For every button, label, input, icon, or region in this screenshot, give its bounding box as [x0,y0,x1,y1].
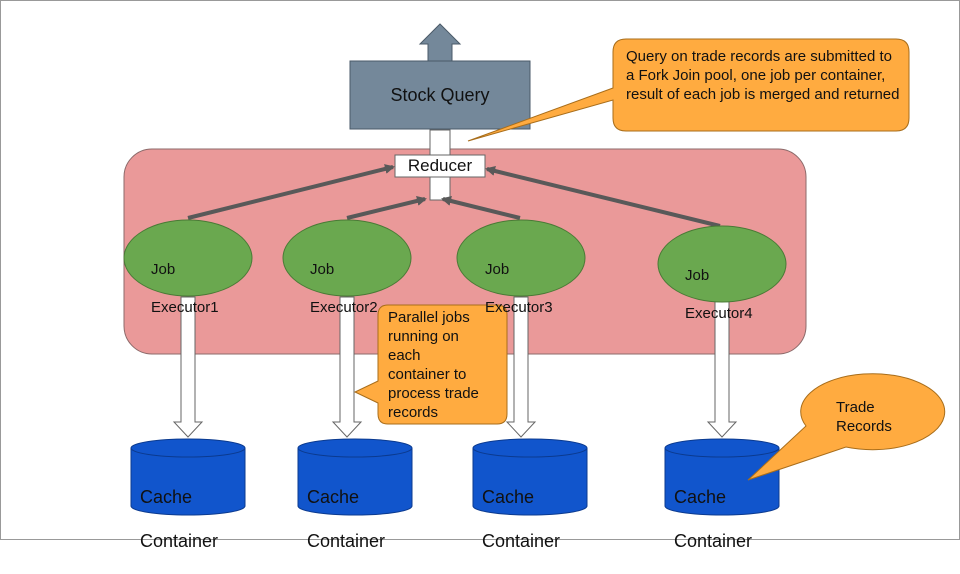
executor-3-line2: Executor3 [485,299,553,316]
container-3-line2: Container [482,531,561,551]
arrow-executor3-container [505,296,537,438]
container-2-label: Cache Container [307,464,385,574]
callout-parallel-bubble [353,304,508,425]
arrow-executor4-container [706,296,738,438]
arrow-executor1-container [172,296,204,438]
cache-container-4 [664,438,780,516]
executor-1-line1: Job [151,261,176,278]
cache-container-2 [297,438,413,516]
container-3-line1: Cache [482,487,535,507]
container-4-line2: Container [674,531,753,551]
container-3-label: Cache Container [482,464,560,574]
stock-query-box [349,60,531,130]
arrow-executor2-container [331,296,363,438]
executor-4-ellipse [657,225,787,303]
executor-4-label: Job Executor4 [685,247,753,342]
container-4-label: Cache Container [674,464,752,574]
reducer-label: Reducer [407,156,473,175]
callout-query-text: Query on trade records are submitted to … [626,48,900,103]
container-1-line2: Container [140,531,219,551]
executor-2-label: Job Executor2 [310,241,378,336]
container-4-line1: Cache [674,487,727,507]
executor-1-ellipse [123,219,253,297]
container-1-line1: Cache [140,487,193,507]
executor-1-line2: Executor1 [151,299,219,316]
arrow-executor2-reducer [346,196,427,220]
cache-container-3 [472,438,588,516]
executor-2-line1: Job [310,261,335,278]
executor-2-ellipse [282,219,412,297]
arrow-executor1-reducer [187,164,395,220]
stock-query-label: Stock Query [390,85,490,105]
reducer-box [394,154,486,178]
executor-4-line2: Executor4 [685,305,753,322]
container-1-label: Cache Container [140,464,218,574]
callout-parallel-text: Parallel jobs running on each container … [388,309,479,421]
arrow-executor3-reducer [441,196,521,220]
executor-3-label: Job Executor3 [485,241,553,336]
executor-4-line1: Job [685,267,710,284]
callout-query-bubble [467,38,910,142]
executor-3-line1: Job [485,261,510,278]
executor-2-line2: Executor2 [310,299,378,316]
executor-3-ellipse [456,219,586,297]
container-2-line1: Cache [307,487,360,507]
container-2-line2: Container [307,531,386,551]
executor-1-label: Job Executor1 [151,241,219,336]
arrow-executor4-reducer [485,166,721,228]
callout-trade-text: Trade Records [836,399,892,435]
cache-container-1 [130,438,246,516]
callout-trade-bubble [747,373,946,481]
diagram-canvas [0,0,960,540]
